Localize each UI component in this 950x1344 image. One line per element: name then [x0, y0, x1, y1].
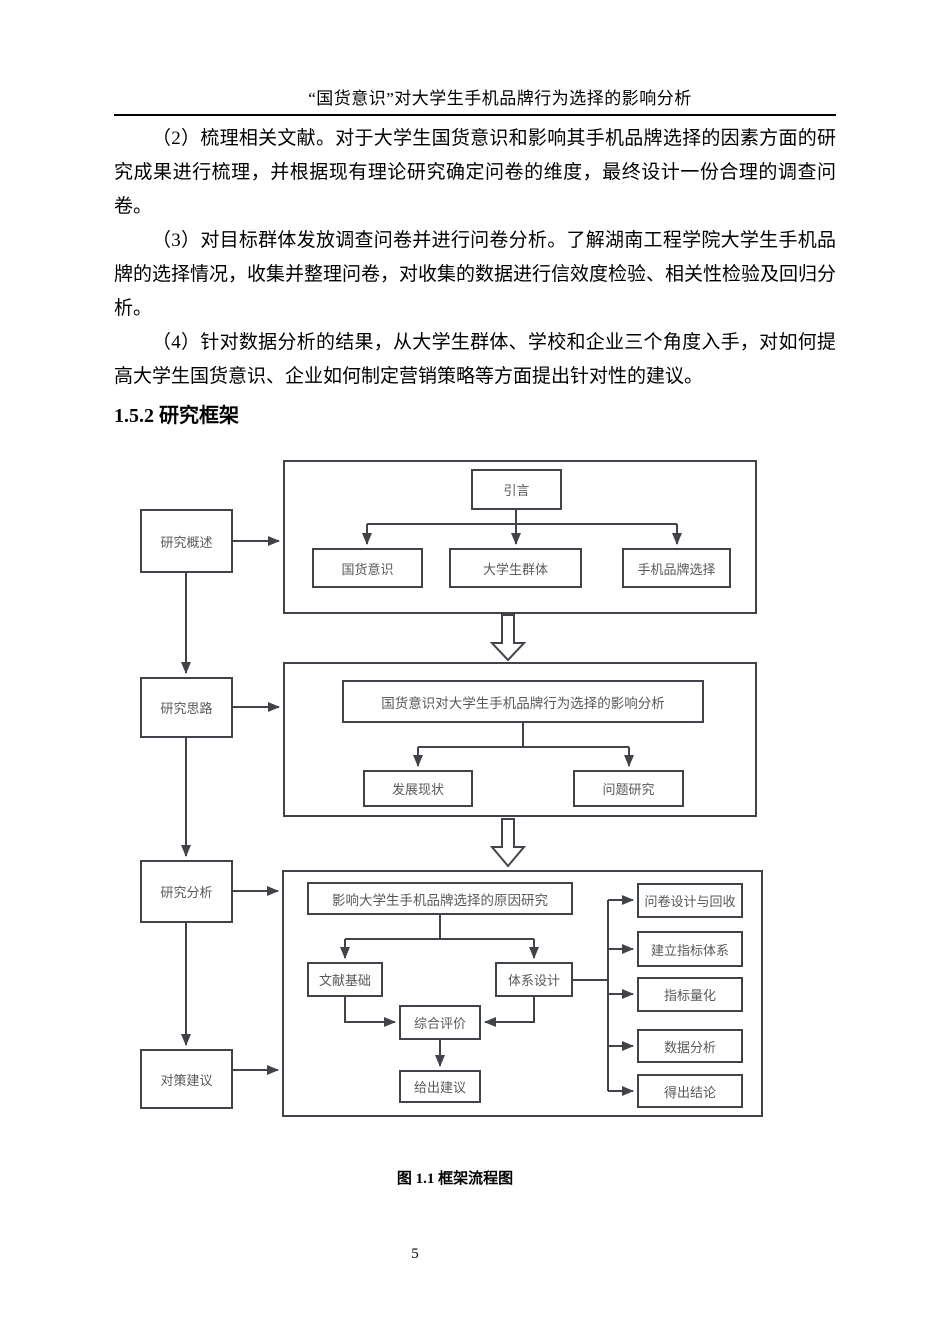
node-guohuo-consciousness: 国货意识	[312, 548, 423, 588]
node-label: 发展现状	[391, 782, 444, 797]
paragraph-3: （3）对目标群体发放调查问卷并进行问卷分析。了解湖南工程学院大学生手机品牌的选择…	[114, 230, 837, 319]
stage3-container	[282, 870, 763, 1117]
paragraph-2: （2）梳理相关文献。对于大学生国货意识和影响其手机品牌选择的因素方面的研究成果进…	[114, 128, 836, 217]
node-label: 指标量化	[663, 988, 716, 1003]
node-system-design: 体系设计	[495, 962, 573, 997]
node-index-quantification: 指标量化	[637, 977, 743, 1012]
node-research-analysis: 研究分析	[140, 860, 233, 923]
node-label: 大学生群体	[482, 561, 548, 577]
node-literature-basis: 文献基础	[307, 962, 383, 997]
node-label: 体系设计	[507, 973, 560, 988]
node-label: 给出建议	[413, 1080, 466, 1095]
block-arrow-down-2	[489, 818, 527, 868]
stage2-container	[283, 662, 757, 817]
node-label: 影响大学生手机品牌选择的原因研究	[332, 892, 548, 908]
node-introduction: 引言	[471, 469, 562, 510]
node-label: 建立指标体系	[650, 942, 729, 958]
node-label: 引言	[503, 483, 530, 498]
node-label: 手机品牌选择	[637, 561, 716, 577]
block-arrow-down-1	[489, 614, 527, 662]
section-heading: 1.5.2 研究框架	[114, 405, 239, 427]
node-comprehensive-evaluation: 综合评价	[399, 1005, 481, 1040]
node-label: 研究思路	[160, 701, 213, 716]
node-label: 对策建议	[160, 1072, 213, 1088]
node-questionnaire-design: 问卷设计与回收	[637, 883, 743, 918]
figure-caption: 图 1.1 框架流程图	[396, 1171, 514, 1187]
node-label: 国货意识	[341, 561, 394, 577]
node-label: 问题研究	[602, 782, 655, 797]
node-index-system: 建立指标体系	[637, 931, 743, 967]
node-label: 文献基础	[318, 973, 371, 988]
node-give-suggestions: 给出建议	[399, 1070, 481, 1103]
node-label: 研究概述	[160, 534, 213, 550]
header-rule	[114, 114, 836, 116]
node-research-overview: 研究概述	[140, 509, 233, 573]
node-countermeasures: 对策建议	[140, 1049, 233, 1109]
node-influence-analysis-title: 国货意识对大学生手机品牌行为选择的影响分析	[342, 680, 704, 723]
node-label: 问卷设计与回收	[644, 894, 736, 909]
stage1-connectors	[362, 510, 682, 545]
paragraph-4: （4）针对数据分析的结果，从大学生群体、学校和企业三个角度入手，对如何提高大学生…	[114, 332, 836, 387]
node-conclusion: 得出结论	[637, 1074, 743, 1108]
body-text: （2）梳理相关文献。对于大学生国货意识和影响其手机品牌选择的因素方面的研究成果进…	[114, 122, 836, 430]
stage1-container	[283, 460, 757, 614]
node-data-analysis: 数据分析	[637, 1029, 743, 1063]
node-phone-brand-choice: 手机品牌选择	[622, 548, 731, 588]
page-header-title: “国货意识”对大学生手机品牌行为选择的影响分析	[308, 89, 692, 108]
node-label: 综合评价	[413, 1016, 466, 1031]
node-research-idea: 研究思路	[140, 677, 233, 738]
node-label: 得出结论	[663, 1084, 716, 1100]
stage3-connectors	[340, 895, 634, 1096]
node-label: 国货意识对大学生手机品牌行为选择的影响分析	[381, 695, 665, 711]
node-development-status: 发展现状	[363, 770, 473, 807]
node-problem-research: 问题研究	[573, 770, 684, 807]
stage2-connectors	[413, 723, 634, 767]
page-number: 5	[411, 1246, 419, 1262]
left-column-connectors	[181, 536, 280, 1075]
node-cause-research-title: 影响大学生手机品牌选择的原因研究	[307, 882, 573, 915]
node-label: 数据分析	[663, 1039, 716, 1055]
node-college-students: 大学生群体	[449, 548, 582, 588]
node-label: 研究分析	[160, 885, 213, 900]
